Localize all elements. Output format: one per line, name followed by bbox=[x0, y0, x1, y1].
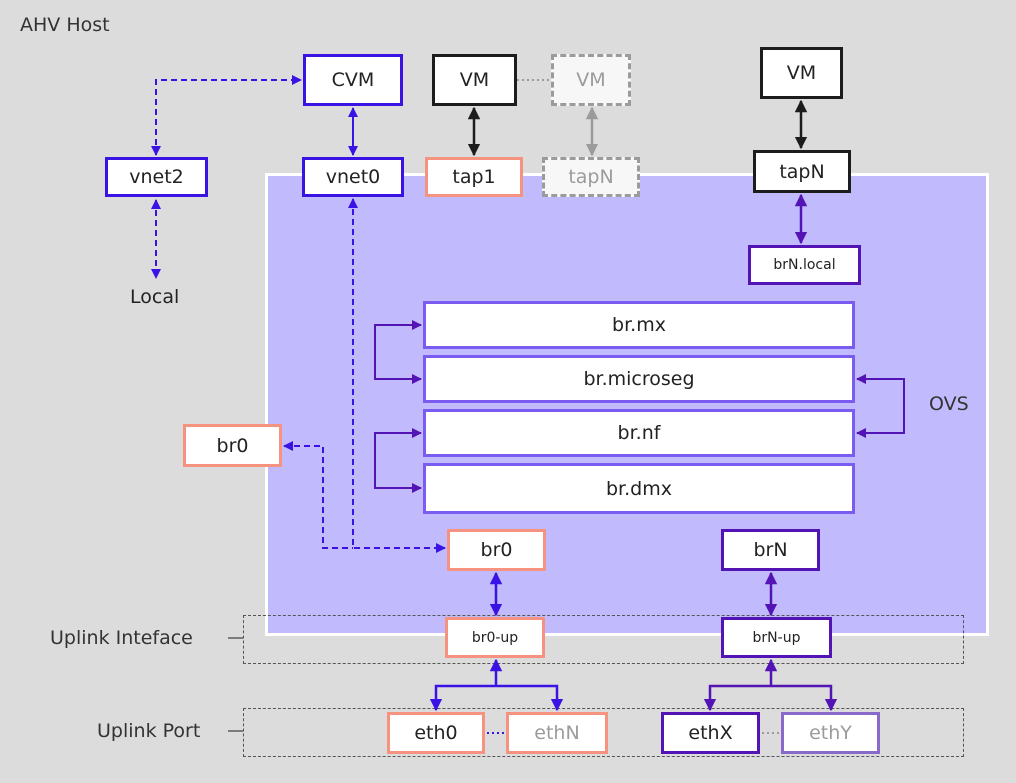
link-brnf-brdmx bbox=[374, 428, 422, 493]
link-brmicroseg-brnf bbox=[856, 374, 905, 438]
link-brnup-ethx bbox=[703, 684, 771, 712]
vnet0-box: vnet0 bbox=[302, 157, 404, 197]
ovs-label: OVS bbox=[929, 393, 969, 415]
br0-up-box: br0-up bbox=[445, 617, 545, 658]
br-nf-box: br.nf bbox=[423, 409, 855, 457]
vnet2-box: vnet2 bbox=[105, 157, 208, 197]
link-vnet2-cvm bbox=[151, 75, 302, 156]
local-label: Local bbox=[130, 286, 180, 308]
br-microseg-box: br.microseg bbox=[423, 355, 855, 403]
ethx-box: ethX bbox=[661, 712, 760, 754]
vm-ghost-box: VM bbox=[551, 54, 631, 106]
br0-box: br0 bbox=[447, 529, 546, 571]
uplink-interface-label: Uplink Inteface bbox=[50, 627, 193, 649]
link-br0outer-br0 bbox=[283, 441, 353, 549]
link-brnup-ethy bbox=[771, 684, 838, 712]
tap1-box: tap1 bbox=[425, 157, 523, 197]
link-br0up-eth0 bbox=[429, 684, 496, 712]
br-mx-box: br.mx bbox=[423, 301, 855, 349]
cvm-box: CVM bbox=[303, 54, 403, 106]
uplink-port-row bbox=[243, 708, 964, 757]
brn-box: brN bbox=[721, 529, 820, 571]
vm-box: VM bbox=[432, 54, 517, 106]
ethy-box: ethY bbox=[781, 712, 880, 754]
brn-local-box: brN.local bbox=[748, 245, 861, 285]
br0-outer-box: br0 bbox=[183, 424, 282, 467]
br-dmx-box: br.dmx bbox=[423, 463, 855, 514]
ethn-box: ethN bbox=[506, 712, 608, 754]
link-br0up-ethn bbox=[496, 684, 564, 712]
vm-n-box: VM bbox=[760, 47, 843, 99]
uplink-port-label: Uplink Port bbox=[97, 720, 201, 742]
brn-up-box: brN-up bbox=[721, 617, 832, 658]
link-brmx-brmicroseg bbox=[374, 320, 422, 384]
tapn-ghost-box: tapN bbox=[542, 157, 640, 197]
uplink-interface-row bbox=[243, 615, 964, 664]
tapn-box: tapN bbox=[753, 150, 851, 193]
link-vnet0-br0 bbox=[348, 198, 446, 553]
eth0-box: eth0 bbox=[387, 712, 485, 754]
host-title: AHV Host bbox=[20, 14, 110, 36]
